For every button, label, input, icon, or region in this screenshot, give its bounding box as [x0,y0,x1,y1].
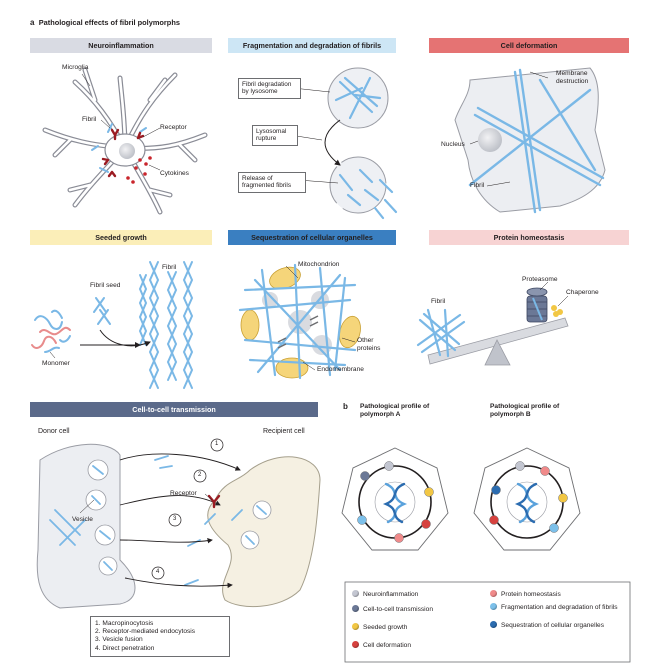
legend-dot [490,590,497,597]
label-membrane-destruction: Membrane destruction [556,70,589,85]
panel-a-title: a Pathological effects of fibril polymor… [30,18,180,27]
label-vesicle: Vesicle [72,516,93,523]
legend-dot [352,623,359,630]
panel-a-heading: Pathological effects of fibril polymorph… [38,18,180,27]
legend-dot [490,621,497,628]
header-cell-deformation: Cell deformation [429,38,629,53]
routes-legend: 1. Macropinocytosis 2. Receptor-mediated… [90,616,230,657]
legend-item-fragmentation: Fragmentation and degradation of fibrils [490,603,636,612]
label-release-fragments: Release of fragmented fibrils [238,172,306,193]
route-number-3: 3 [173,516,177,522]
label-endomembrane: Endomembrane [317,366,364,373]
label-chaperone: Chaperone [566,289,599,296]
legend-item-protein-homeostasis: Protein homeostasis [490,590,561,599]
legend-item-cell-deformation: Cell deformation [352,641,411,650]
legend-dot [352,590,359,597]
legend-label: Sequestration of cellular organelles [501,622,604,629]
legend-label: Protein homeostasis [501,591,561,598]
label-fibril-degradation: Fibril degradation by lysosome [238,78,301,99]
label-fibril-homeo: Fibril [431,298,446,305]
label-lysosomal-rupture: Lysosomal rupture [252,125,298,146]
legend-item-seeded-growth: Seeded growth [352,623,407,632]
header-protein-homeostasis: Protein homeostasis [429,230,629,245]
header-fragmentation: Fragmentation and degradation of fibrils [228,38,396,53]
label-receptor: Receptor [160,124,187,131]
header-sequestration: Sequestration of cellular organelles [228,230,396,245]
label-microglia: Microglia [62,64,89,71]
route-1: 1. Macropinocytosis [95,620,154,627]
route-number-4: 4 [156,569,160,575]
header-seeded-growth: Seeded growth [30,230,212,245]
header-transmission: Cell-to-cell transmission [30,402,318,417]
label-fibril-neuro: Fibril [82,116,97,123]
label-recipient-cell: Recipient cell [263,428,305,435]
label-fibril-seeded: Fibril [162,264,177,271]
legend-label: Fragmentation and degradation of fibrils [501,604,618,611]
profile-a-title: Pathological profile of polymorph A [360,403,430,418]
route-2: 2. Receptor-mediated endocytosis [95,628,196,636]
label-nucleus: Nucleus [441,141,465,148]
legend-label: Cell deformation [363,642,412,649]
profile-b-title: Pathological profile of polymorph B [490,403,560,418]
route-4: 4. Direct penetration [95,644,155,652]
legend-label: Cell-to-cell transmission [363,606,433,613]
route-number-2: 2 [198,472,202,478]
legend-dot [490,603,497,610]
label-receptor-transmission: Receptor [170,490,197,497]
legend-label: Neuroinflammation [363,591,419,598]
label-fibril-seed: Fibril seed [90,282,121,289]
legend-label: Seeded growth [363,624,408,631]
panel-b-letter: b [343,402,348,411]
route-number-1: 1 [215,441,219,447]
legend-dot [352,605,359,612]
header-neuroinflammation: Neuroinflammation [30,38,212,53]
label-donor-cell: Donor cell [38,428,70,435]
label-cytokines: Cytokines [160,170,189,177]
label-proteasome: Proteasome [522,276,558,283]
legend-item-neuroinflammation: Neuroinflammation [352,590,418,599]
route-3: 3. Vesicle fusion [95,636,143,644]
label-fibril-deform: Fibril [470,182,485,189]
label-other-proteins: Other proteins [357,337,381,352]
panel-a-letter: a [30,18,35,27]
legend-item-transmission: Cell-to-cell transmission [352,605,433,614]
legend-item-sequestration: Sequestration of cellular organelles [490,621,611,630]
label-monomer: Monomer [42,360,70,367]
legend-dot [352,641,359,648]
label-mitochondrion: Mitochondrion [298,261,340,268]
